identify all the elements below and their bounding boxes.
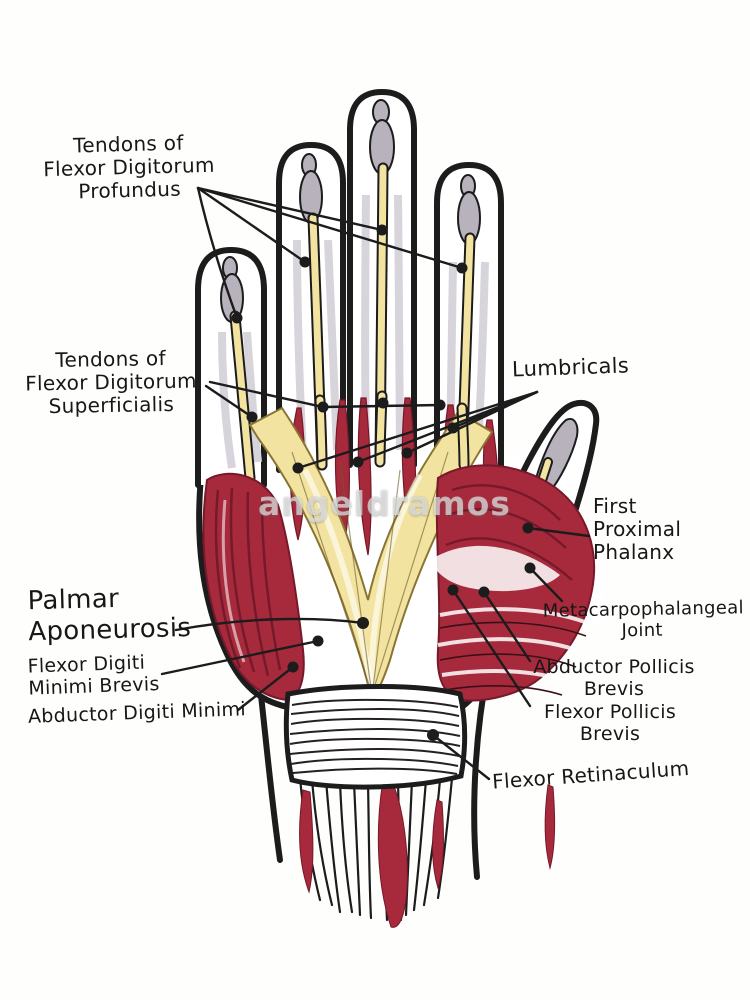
flexor-retinaculum-band [283, 684, 468, 790]
finger-middle [347, 88, 417, 468]
label-flexor-digiti-minimi-brevis: Flexor Digiti Minimi Brevis [27, 651, 160, 700]
label-tendons-flexor-digitorum-profundus: Tendons of Flexor Digitorum Profundus [42, 130, 216, 203]
hypothenar-muscles [202, 472, 305, 702]
label-palmar-aponeurosis: Palmar Aponeurosis [27, 583, 192, 647]
callout-dots [231, 224, 536, 741]
label-lumbricals: Lumbricals [511, 353, 630, 382]
label-abductor-pollicis-brevis: Abductor Pollicis Brevis [533, 656, 695, 700]
thenar-muscles [430, 464, 596, 702]
leader-lines [160, 186, 591, 781]
finger-pinky [195, 246, 267, 488]
label-tendons-flexor-digitorum-superficialis: Tendons of Flexor Digitorum Superficiali… [25, 346, 197, 418]
label-metacarpophalangeal-joint: Metacarpophalangeal Joint [542, 597, 744, 641]
forearm-muscle-streaks [299, 777, 556, 928]
label-flexor-pollicis-brevis: Flexor Pollicis Brevis [543, 701, 677, 745]
forearm-tendons [298, 776, 454, 922]
label-first-proximal-phalanx: First Proximal Phalanx [593, 494, 682, 564]
watermark: angeldramos [258, 484, 511, 523]
